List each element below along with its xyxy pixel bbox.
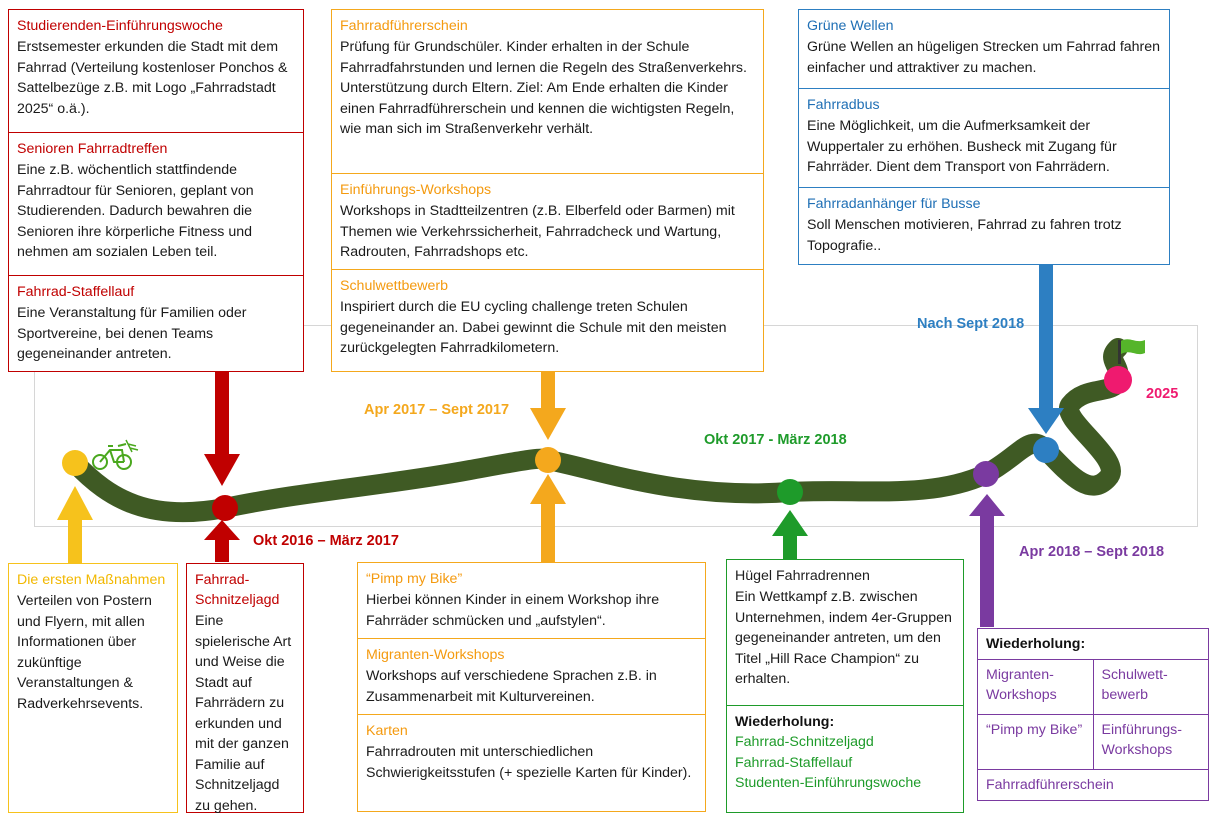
card-desc: Eine Veranstaltung für Familien oder Spo… xyxy=(17,305,247,362)
card-section: Studierenden-Einführungswoche Erstsemest… xyxy=(9,10,303,132)
table-cell: Migranten-Workshops xyxy=(977,659,1094,715)
arrow-down-blue xyxy=(1028,265,1064,434)
bottom-green-card: Hügel Fahrradrennen Ein Wettkampf z.B. z… xyxy=(726,559,964,813)
card-desc: Soll Menschen motivieren, Fahrrad zu fah… xyxy=(807,217,1122,254)
repeat-item: Studenten-Einführungswoche xyxy=(735,775,922,791)
card-desc: Fahrradrouten mit unterschiedlichen Schw… xyxy=(366,744,692,781)
card-section: Einführungs-Workshops Workshops in Stadt… xyxy=(332,173,763,269)
card-title: Karten xyxy=(366,723,408,739)
card-title: Migranten-Workshops xyxy=(366,647,505,663)
milestone-oct2016 xyxy=(212,495,238,521)
card-desc: Grüne Wellen an hügeligen Strecken um Fa… xyxy=(807,39,1161,76)
label-sep2018: Nach Sept 2018 xyxy=(917,316,1025,332)
label-apr2018: Apr 2018 – Sept 2018 xyxy=(1019,544,1165,560)
timeline-road xyxy=(57,265,1145,627)
arrow-up-green xyxy=(772,510,808,559)
card-desc: Hierbei können Kinder in einem Workshop … xyxy=(366,592,660,629)
card-section: Fahrrad-Schnitzeljagd Eine spielerische … xyxy=(187,564,303,822)
card-title: Fahrrad-Staffellauf xyxy=(17,284,135,300)
bottom-schnitzel-card: Fahrrad-Schnitzeljagd Eine spielerische … xyxy=(186,563,304,814)
card-desc: Erstsemester erkunden die Stadt mit dem … xyxy=(17,39,288,117)
card-title: “Pimp my Bike” xyxy=(366,571,463,587)
arrow-down-red xyxy=(204,372,240,486)
card-section: Karten Fahrradrouten mit unterschiedlich… xyxy=(358,714,705,789)
card-desc: Ein Wettkampf z.B. zwischen Unternehmen,… xyxy=(735,589,952,687)
label-oct2016: Okt 2016 – März 2017 xyxy=(253,533,399,549)
card-title: Senioren Fahrradtreffen xyxy=(17,141,168,157)
milestone-oct2017 xyxy=(777,479,803,505)
card-title: Schulwettbewerb xyxy=(340,278,449,294)
arrow-up-orange xyxy=(530,474,566,562)
milestone-apr2018 xyxy=(973,461,999,487)
milestone-apr2017 xyxy=(535,447,561,473)
flag-icon xyxy=(1118,339,1145,364)
milestone-sep2018 xyxy=(1033,437,1059,463)
label-apr2017: Apr 2017 – Sept 2017 xyxy=(364,402,510,418)
card-section: Die ersten Maßnahmen Verteilen von Poste… xyxy=(9,564,177,720)
card-desc: Inspiriert durch die EU cycling challeng… xyxy=(340,299,727,356)
card-desc: Workshops in Stadtteilzentren (z.B. Elbe… xyxy=(340,203,735,260)
top-mid-card: Fahrradführerschein Prüfung für Grundsch… xyxy=(331,9,764,372)
card-section: Fahrradanhänger für Busse Soll Menschen … xyxy=(799,187,1169,262)
table-cell: Schulwett-bewerb xyxy=(1092,659,1209,715)
road-path xyxy=(65,338,1129,523)
card-section: Grüne Wellen Grüne Wellen an hügeligen S… xyxy=(799,10,1169,88)
table-cell: “Pimp my Bike” xyxy=(977,714,1094,770)
card-title: Grüne Wellen xyxy=(807,18,894,34)
card-desc: Workshops auf verschiedene Sprachen z.B.… xyxy=(366,668,657,705)
bicycle-icon xyxy=(92,439,139,470)
card-title: Fahrradanhänger für Busse xyxy=(807,196,981,212)
card-section: Schulwettbewerb Inspiriert durch die EU … xyxy=(332,269,763,365)
card-section: Senioren Fahrradtreffen Eine z.B. wöchen… xyxy=(9,132,303,275)
card-section: Fahrradbus Eine Möglichkeit, um die Aufm… xyxy=(799,88,1169,187)
table-cell: Einführungs-Workshops xyxy=(1092,714,1209,770)
label-2025: 2025 xyxy=(1146,386,1179,402)
arrow-up-purple xyxy=(969,494,1005,627)
repeat-item: Fahrrad-Staffellauf xyxy=(735,754,853,771)
card-section: Wiederholung: Fahrrad-Schnitzeljagd Fahr… xyxy=(727,705,963,800)
table-header: Wiederholung: xyxy=(977,628,1209,660)
label-oct2017: Okt 2017 - März 2018 xyxy=(704,432,847,448)
card-section: Fahrradführerschein Prüfung für Grundsch… xyxy=(332,10,763,173)
top-right-card: Grüne Wellen Grüne Wellen an hügeligen S… xyxy=(798,9,1170,265)
card-desc: Verteilen von Postern und Flyern, mit al… xyxy=(17,593,152,712)
milestone-2025 xyxy=(1104,366,1132,394)
card-desc: Eine z.B. wöchentlich stattfindende Fahr… xyxy=(17,162,254,260)
card-section: Hügel Fahrradrennen Ein Wettkampf z.B. z… xyxy=(727,560,963,705)
card-section: Fahrrad-Staffellauf Eine Veranstaltung f… xyxy=(9,275,303,371)
arrow-up-yellow xyxy=(57,486,93,563)
card-title: Einführungs-Workshops xyxy=(340,182,492,198)
card-title: Hügel Fahrradrennen xyxy=(735,568,870,584)
card-section: “Pimp my Bike” Hierbei können Kinder in … xyxy=(358,563,705,638)
card-desc: Eine spielerische Art und Weise die Stad… xyxy=(195,613,292,814)
bottom-first-card: Die ersten Maßnahmen Verteilen von Poste… xyxy=(8,563,178,813)
arrow-up-red xyxy=(204,520,240,562)
repeat-item: Fahrrad-Schnitzeljagd xyxy=(735,734,874,750)
card-section: Migranten-Workshops Workshops auf versch… xyxy=(358,638,705,714)
table-cell: Fahrradführerschein xyxy=(977,769,1209,801)
card-title: Fahrradführerschein xyxy=(340,18,468,34)
repeat-title: Wiederholung: xyxy=(735,714,835,730)
bottom-mid-card: “Pimp my Bike” Hierbei können Kinder in … xyxy=(357,562,706,812)
top-left-card: Studierenden-Einführungswoche Erstsemest… xyxy=(8,9,304,372)
card-title: Fahrrad-Schnitzeljagd xyxy=(195,572,280,608)
milestone-start xyxy=(62,450,88,476)
card-title: Studierenden-Einführungswoche xyxy=(17,18,223,34)
bottom-purple-table: Wiederholung: Migranten-Workshops Schulw… xyxy=(977,628,1209,801)
card-title: Fahrradbus xyxy=(807,97,880,113)
arrow-down-orange xyxy=(530,372,566,440)
card-desc: Prüfung für Grundschüler. Kinder erhalte… xyxy=(340,39,747,137)
card-desc: Eine Möglichkeit, um die Aufmerksamkeit … xyxy=(807,118,1117,175)
card-title: Die ersten Maßnahmen xyxy=(17,572,166,588)
